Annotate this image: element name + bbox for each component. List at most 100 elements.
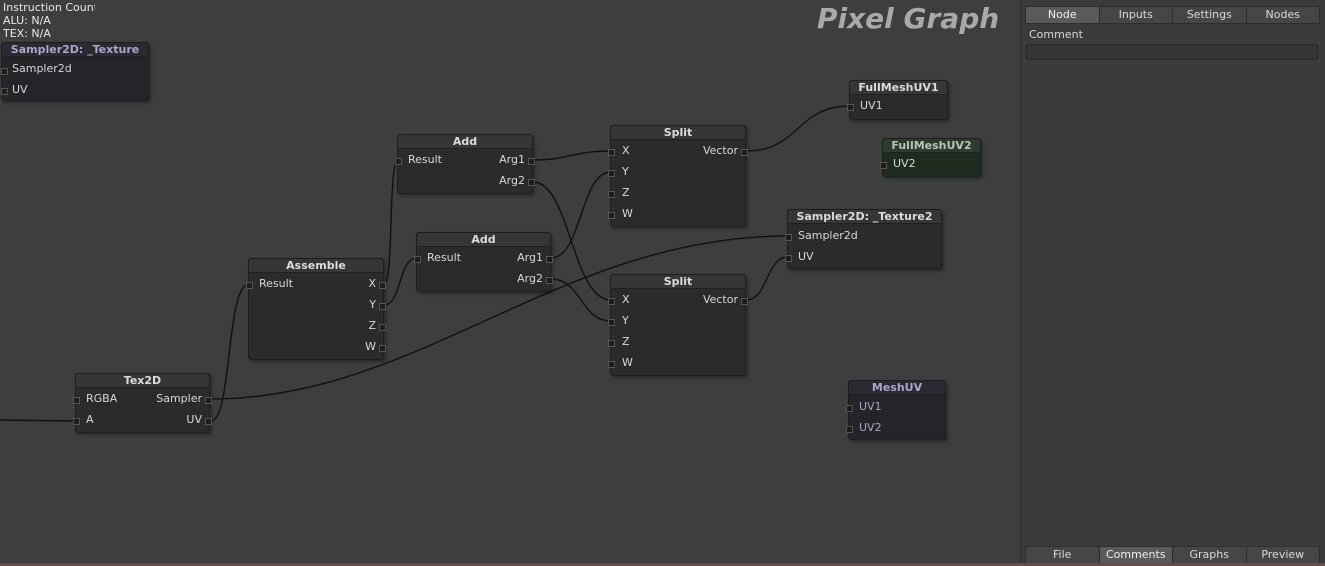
node-split-top[interactable]: Split X Vector Y Z W	[608, 125, 748, 227]
port-out[interactable]	[205, 418, 212, 425]
port-label-uv1: UV1	[859, 400, 882, 413]
port-label-sampler: Sampler	[156, 392, 202, 405]
node-split-bottom[interactable]: Split X Vector Y Z W	[608, 274, 748, 376]
port-label-z: Z	[622, 335, 630, 348]
port-label-vector: Vector	[702, 293, 738, 306]
port-label-result: Result	[408, 153, 442, 166]
tab-nodes[interactable]: Nodes	[1246, 6, 1320, 24]
node-add-top[interactable]: Add Result Arg1 Arg2	[395, 134, 535, 194]
port-label-uv2: UV2	[893, 157, 916, 170]
window-bottom-border	[0, 563, 1325, 566]
port-label-sampler2d: Sampler2d	[12, 62, 72, 75]
node-fullmeshuv2[interactable]: FullMeshUV2 UV2	[880, 138, 981, 177]
tab-node[interactable]: Node	[1025, 6, 1100, 24]
node-title: FullMeshUV1	[850, 81, 947, 95]
node-tex2d[interactable]: Tex2D RGBA Sampler A UV	[73, 373, 212, 433]
tab-comments[interactable]: Comments	[1099, 546, 1173, 564]
port-label-z: Z	[622, 186, 630, 199]
port-in[interactable]	[608, 170, 615, 177]
port-in[interactable]	[395, 158, 402, 165]
port-in[interactable]	[73, 397, 80, 404]
node-assemble[interactable]: Assemble Result X Y Z W	[246, 258, 386, 360]
tab-file[interactable]: File	[1025, 546, 1100, 564]
port-out[interactable]	[379, 303, 386, 310]
port-out[interactable]	[205, 397, 212, 404]
port-in[interactable]	[608, 212, 615, 219]
port-label-vector: Vector	[702, 144, 738, 157]
graph-canvas[interactable]: Instruction Count ALU: N/A TEX: N/A Pixe…	[0, 0, 1020, 566]
node-title: Sampler2D: _Texture2	[788, 210, 941, 224]
node-sampler-texture[interactable]: Sampler2D: _Texture Sampler2d UV	[1, 42, 149, 101]
port-out[interactable]	[528, 158, 535, 165]
connection-wires	[0, 105, 851, 422]
port-out[interactable]	[379, 324, 386, 331]
node-add-mid[interactable]: Add Result Arg1 Arg2	[414, 232, 553, 292]
port-in[interactable]	[414, 256, 421, 263]
wire-add-mid-arg2-to-split-bottom-y	[550, 278, 612, 322]
port-label-result: Result	[427, 251, 461, 264]
port-label-arg2: Arg2	[517, 272, 543, 285]
port-in[interactable]	[1, 68, 8, 75]
port-in[interactable]	[847, 104, 854, 111]
port-in[interactable]	[846, 426, 853, 433]
node-title: Sampler2D: _Texture	[2, 43, 148, 57]
tab-preview[interactable]: Preview	[1246, 546, 1320, 564]
port-out[interactable]	[379, 345, 386, 352]
node-sampler-texture2[interactable]: Sampler2D: _Texture2 Sampler2d UV	[785, 209, 942, 269]
port-in[interactable]	[785, 234, 792, 241]
port-label-uv1: UV1	[860, 99, 883, 112]
instruction-info: Instruction Count ALU: N/A TEX: N/A	[3, 1, 95, 40]
port-out[interactable]	[546, 256, 553, 263]
port-label-y: Y	[622, 165, 629, 178]
port-label-x: X	[622, 144, 630, 157]
port-in[interactable]	[846, 405, 853, 412]
node-title: Add	[398, 135, 532, 149]
port-in[interactable]	[608, 340, 615, 347]
node-title: FullMeshUV2	[883, 139, 980, 153]
port-out[interactable]	[741, 298, 748, 305]
port-label-result: Result	[259, 277, 293, 290]
node-title: Split	[611, 126, 745, 140]
port-in[interactable]	[785, 255, 792, 262]
port-out[interactable]	[546, 277, 553, 284]
port-in[interactable]	[1, 88, 8, 95]
node-fullmeshuv1[interactable]: FullMeshUV1 UV1	[847, 80, 948, 120]
tex-label: TEX: N/A	[3, 27, 51, 40]
port-in[interactable]	[608, 149, 615, 156]
port-label-uv: UV	[798, 250, 814, 263]
node-meshuv[interactable]: MeshUV UV1 UV2	[846, 380, 946, 440]
comment-label: Comment	[1029, 28, 1083, 41]
tab-inputs[interactable]: Inputs	[1099, 6, 1173, 24]
wire-assemble-x-to-add-top-result	[383, 159, 399, 285]
tab-graphs[interactable]: Graphs	[1173, 546, 1247, 564]
port-out[interactable]	[379, 282, 386, 289]
wire-tex2d-uv-to-assemble-result	[210, 283, 250, 422]
port-in[interactable]	[246, 282, 253, 289]
port-in[interactable]	[880, 162, 887, 169]
bottom-tab-bar: File Comments Graphs Preview	[1025, 546, 1320, 564]
port-label-x: X	[368, 277, 376, 290]
port-in[interactable]	[608, 361, 615, 368]
port-label-w: W	[365, 340, 376, 353]
node-title: MeshUV	[849, 381, 945, 395]
port-label-z: Z	[368, 319, 376, 332]
top-tab-bar: Node Inputs Settings Nodes	[1025, 6, 1320, 24]
port-label-w: W	[622, 356, 633, 369]
port-out[interactable]	[741, 149, 748, 156]
node-title: Tex2D	[76, 374, 209, 388]
port-out[interactable]	[528, 179, 535, 186]
port-label-w: W	[622, 207, 633, 220]
wire-add-top-arg1-to-split-top-x	[532, 150, 612, 161]
port-in[interactable]	[73, 418, 80, 425]
port-label-uv2: UV2	[859, 421, 882, 434]
wire-add-mid-arg1-to-split-top-y	[550, 171, 612, 259]
inspector-panel: Node Inputs Settings Nodes Comment File …	[1020, 0, 1325, 566]
port-in[interactable]	[608, 191, 615, 198]
node-title: Assemble	[249, 259, 383, 273]
comment-field[interactable]	[1026, 44, 1318, 60]
port-label-x: X	[622, 293, 630, 306]
port-in[interactable]	[608, 298, 615, 305]
tab-settings[interactable]: Settings	[1173, 6, 1247, 24]
port-in[interactable]	[608, 319, 615, 326]
port-label-y: Y	[622, 314, 629, 327]
